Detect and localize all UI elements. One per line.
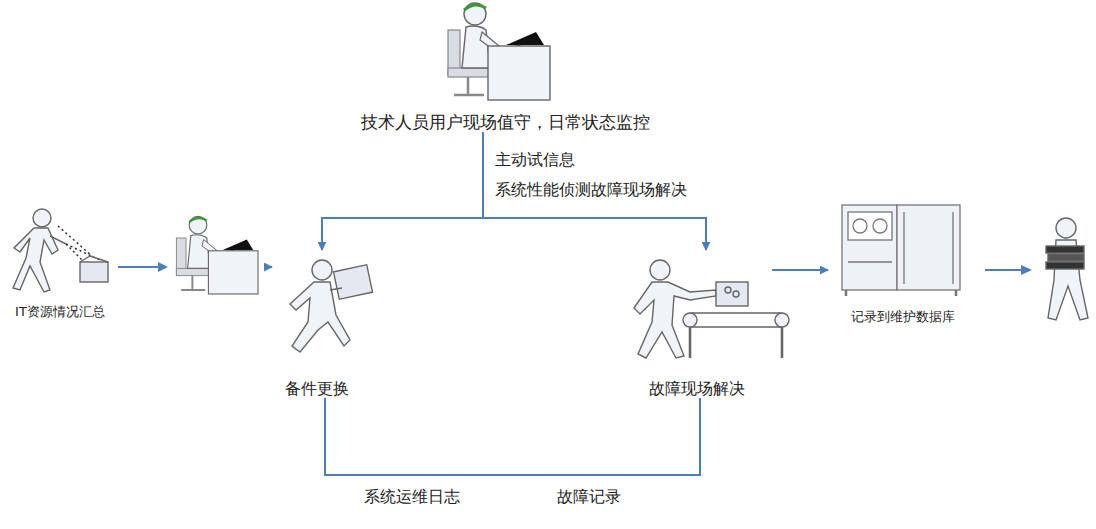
figure-caption: 故障现场解决: [622, 379, 772, 398]
flow-label: 故障记录: [555, 487, 623, 506]
operator-figure: [158, 208, 264, 298]
figure-caption: 备件更换: [272, 379, 362, 398]
spare-part-figure: [290, 260, 373, 352]
repair-figure: [634, 260, 789, 358]
flow-label: 系统性能侦测故障现场解决: [493, 180, 689, 199]
figure-node: 技术人员用户现场值守，日常状态监控: [330, 0, 680, 132]
monitoring-staff-figure: [448, 3, 550, 100]
figure-node: IT资源情况汇总: [2, 200, 118, 320]
flow-connector: [772, 269, 828, 271]
figure-node: 故障现场解决: [622, 250, 772, 398]
database-cabinet: [842, 205, 960, 296]
flow-connector: [322, 132, 483, 250]
flow-connector: [325, 398, 700, 475]
figure-caption: IT资源情况汇总: [2, 304, 118, 320]
output-arrow: [985, 269, 1022, 271]
flow-connector: [483, 132, 706, 250]
flow-label: 系统运维日志: [362, 487, 462, 506]
output-arrowhead: [1021, 265, 1032, 275]
figure-caption: 技术人员用户现场值守，日常状态监控: [330, 112, 680, 132]
flow-label: 主动试信息: [493, 150, 577, 169]
it-collect-figure: [13, 209, 108, 292]
figure-node: 记录到维护数据库: [828, 195, 978, 325]
figure-caption: 记录到维护数据库: [828, 309, 978, 325]
records-figure: [1046, 218, 1088, 320]
figure-node: 备件更换: [272, 250, 362, 398]
